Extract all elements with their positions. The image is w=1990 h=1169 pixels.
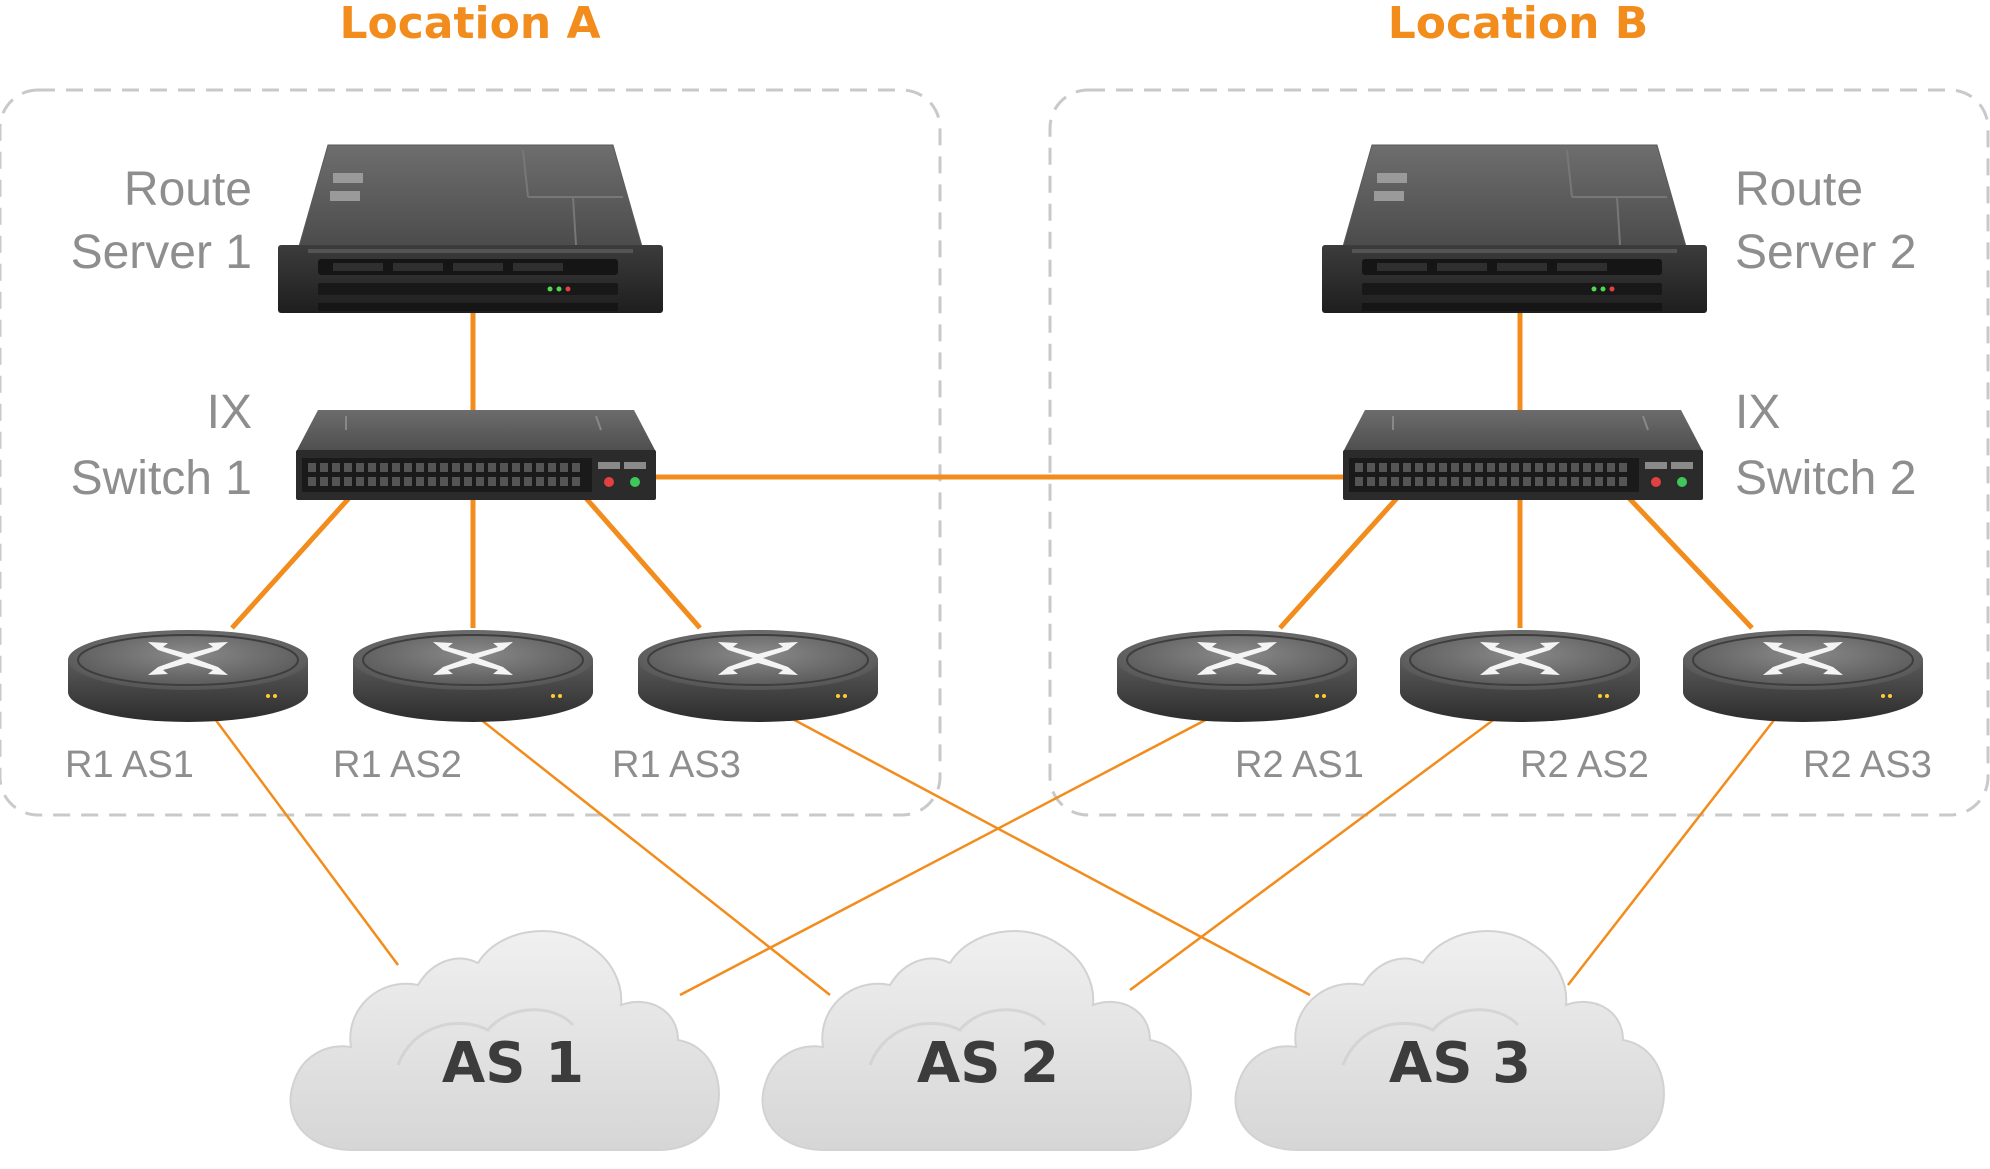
router-r2as3-label: R2 AS3 xyxy=(1803,744,1932,786)
router-r2as3: R2 AS3 xyxy=(1682,629,1932,786)
link-sw1-r1as1 xyxy=(230,495,352,630)
router-r1as3-label: R1 AS3 xyxy=(612,744,741,786)
router-icon xyxy=(67,629,309,723)
cloud-as3: AS 3 xyxy=(1234,929,1666,1152)
router-r2as2: R2 AS2 xyxy=(1399,629,1649,786)
link-r2as3-as3 xyxy=(1567,714,1779,986)
network-switch-icon xyxy=(1342,409,1704,501)
ix-switch-1: IX Switch 1 xyxy=(71,386,657,505)
location-a-title: Location A xyxy=(339,0,600,49)
route-server-1-label-line2: Server 1 xyxy=(71,226,252,279)
network-switch-icon xyxy=(295,409,657,501)
router-icon xyxy=(1682,629,1924,723)
ix-switch-1-label-line2: Switch 1 xyxy=(71,452,252,505)
router-r1as1: R1 AS1 xyxy=(65,629,309,786)
link-r2as1-as1 xyxy=(679,713,1216,997)
router-icon xyxy=(1399,629,1641,723)
route-server-1: Route Server 1 xyxy=(71,144,664,314)
link-r2as2-as2 xyxy=(1129,713,1501,992)
router-r2as1: R2 AS1 xyxy=(1116,629,1364,786)
route-server-1-label-line1: Route xyxy=(124,163,252,216)
server-rack-icon xyxy=(277,144,664,314)
ix-switch-2: IX Switch 2 xyxy=(1342,386,1916,505)
router-r2as1-label: R2 AS1 xyxy=(1235,744,1364,786)
router-r1as1-label: R1 AS1 xyxy=(65,744,194,786)
route-server-2-label-line1: Route xyxy=(1735,163,1863,216)
router-r2as2-label: R2 AS2 xyxy=(1520,744,1649,786)
route-server-2: Route Server 2 xyxy=(1321,144,1916,314)
location-b-title: Location B xyxy=(1388,0,1649,49)
cloud-as1-label: AS 1 xyxy=(442,1031,584,1096)
link-sw2-r2as1 xyxy=(1278,495,1400,630)
route-server-2-label-line2: Server 2 xyxy=(1735,226,1916,279)
cloud-as1: AS 1 xyxy=(289,929,721,1152)
ix-switch-2-label-line2: Switch 2 xyxy=(1735,452,1916,505)
cloud-as2-label: AS 2 xyxy=(917,1031,1059,1096)
link-sw2-r2as3 xyxy=(1626,495,1754,630)
router-icon xyxy=(1116,629,1358,723)
router-r1as2: R1 AS2 xyxy=(333,629,594,786)
router-icon xyxy=(637,629,879,723)
cloud-as2: AS 2 xyxy=(761,929,1193,1152)
router-r1as2-label: R1 AS2 xyxy=(333,744,462,786)
link-sw1-r1as3 xyxy=(583,495,702,630)
location-a-boundary xyxy=(0,88,942,817)
link-r1as2-as2 xyxy=(474,714,831,996)
router-r1as3: R1 AS3 xyxy=(612,629,879,786)
link-r1as3-as3 xyxy=(784,713,1311,997)
server-rack-icon xyxy=(1321,144,1708,314)
ix-switch-1-label-line1: IX xyxy=(207,386,252,439)
router-icon xyxy=(352,629,594,723)
connections xyxy=(210,305,1779,997)
ix-switch-2-label-line1: IX xyxy=(1735,386,1780,439)
link-r1as1-as1 xyxy=(210,714,400,966)
location-b-boundary xyxy=(1048,88,1990,817)
cloud-as3-label: AS 3 xyxy=(1389,1031,1531,1096)
